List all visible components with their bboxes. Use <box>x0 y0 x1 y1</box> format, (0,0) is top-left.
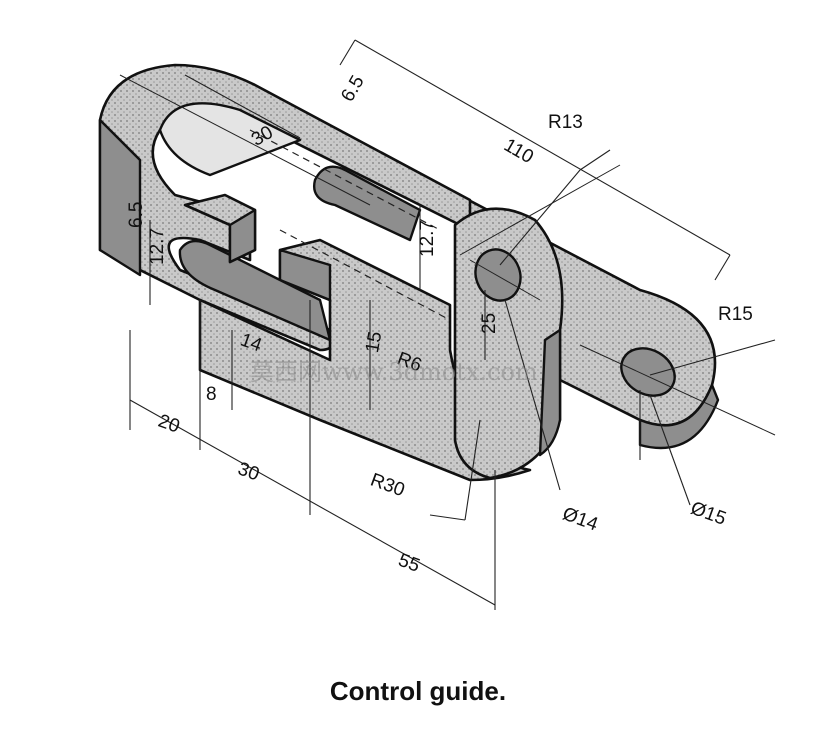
isometric-part-drawing: 6.5 30 110 R13 6.5 12.7 12.7 25 R15 14 1… <box>98 39 776 610</box>
dim-110: 110 <box>500 135 537 168</box>
dim-20: 20 <box>155 411 182 438</box>
dim-55: 55 <box>395 550 422 577</box>
center-lines <box>119 74 776 436</box>
dim-15: 15 <box>362 330 386 354</box>
dim-6-5-top: 6.5 <box>337 72 368 105</box>
dim-30-bottom: 30 <box>235 458 262 485</box>
dim-12-7-left: 12.7 <box>147 228 168 265</box>
dim-phi14: Ø14 <box>560 504 601 536</box>
dim-r30: R30 <box>367 470 407 502</box>
figure-caption: Control guide. <box>329 676 507 706</box>
dim-6-5-left: 6.5 <box>126 202 147 228</box>
dim-12-7-mid: 12.7 <box>417 220 438 257</box>
dim-r15: R15 <box>718 304 753 325</box>
hole-phi15 <box>620 347 676 397</box>
dim-r13: R13 <box>548 112 583 133</box>
hidden-lines <box>249 129 451 321</box>
watermark-text: 莫西网www.3dmotx.com <box>250 358 538 386</box>
dim-8: 8 <box>206 384 217 405</box>
dim-phi15: Ø15 <box>688 498 729 530</box>
dim-25: 25 <box>479 313 500 334</box>
front-tongue <box>453 207 564 480</box>
lower-slot <box>178 239 332 342</box>
hole-phi14 <box>474 248 522 302</box>
main-block <box>98 63 472 352</box>
dimension-lines <box>129 39 776 610</box>
